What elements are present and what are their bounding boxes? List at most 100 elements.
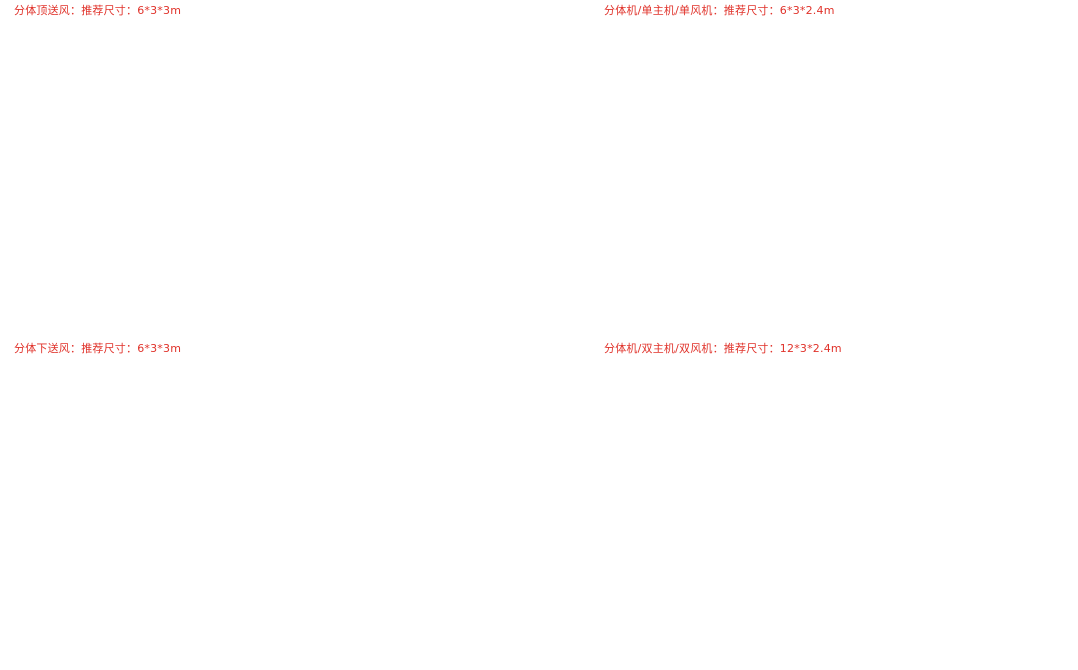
drying-rack	[721, 503, 759, 570]
rack-shelf	[192, 129, 258, 148]
rack-shelf	[867, 499, 905, 511]
rack-shelf	[152, 503, 217, 522]
rack-shelf	[888, 136, 955, 156]
floor	[80, 205, 411, 290]
rack-shelf	[251, 562, 316, 581]
rack-shelf	[853, 511, 891, 523]
rack-shelf	[192, 226, 258, 244]
rack-shelf	[801, 549, 839, 560]
rack-shelf	[288, 128, 354, 146]
partition-label: 推拉门	[850, 475, 865, 482]
rack-shelf	[702, 516, 740, 528]
rack-shelf	[288, 117, 354, 135]
rack-shelf	[853, 488, 891, 499]
rack-shelf	[933, 505, 971, 517]
condenser-unit	[611, 511, 668, 588]
rack-shelf	[837, 173, 904, 193]
rack-shelf	[152, 524, 217, 544]
rack-shelf	[288, 160, 354, 178]
rack-shelf	[152, 481, 217, 501]
rack-shelf	[192, 161, 258, 180]
rack-shelf	[919, 513, 957, 524]
rack-shelf	[192, 119, 258, 137]
rack-shelf	[240, 107, 306, 125]
rack-shelf	[786, 140, 853, 160]
rack-shelf	[834, 491, 872, 503]
drying-rack	[900, 479, 938, 546]
rack-shelf	[735, 533, 773, 545]
rack-shelf	[251, 529, 316, 549]
rack-shelf	[202, 554, 267, 573]
rack-shelf	[820, 503, 858, 515]
rack-shelf	[754, 534, 792, 546]
rack-shelf	[702, 549, 740, 560]
rack-shelf	[888, 89, 955, 109]
circulation-fan-icon	[112, 142, 130, 160]
left-wall	[88, 455, 163, 644]
exchanger-fan-panel	[165, 527, 175, 552]
rack-shelf	[192, 215, 258, 233]
rack-shelf	[787, 538, 825, 549]
rack-shelf	[240, 171, 306, 190]
rack-shelf	[867, 494, 905, 506]
condenser-grille	[71, 598, 131, 651]
rack-shelf	[888, 144, 955, 164]
rack-shelf	[853, 530, 891, 542]
front-outline	[698, 461, 1005, 591]
rack-shelf	[801, 540, 839, 551]
drying-rack	[754, 497, 792, 564]
rack-shelf	[688, 528, 726, 540]
rack-shelf	[820, 489, 858, 501]
rack-shelf	[688, 509, 726, 521]
rack-shelf	[787, 500, 825, 512]
rack-shelf	[837, 95, 904, 115]
rack-shelf	[152, 546, 217, 565]
rack-shelf	[837, 181, 904, 201]
rack-shelf	[251, 519, 316, 538]
floor	[660, 515, 1004, 590]
rack-shelf	[900, 493, 938, 505]
rack-shelf	[888, 105, 955, 125]
rack-shelf	[820, 508, 858, 520]
rack-shelf	[801, 507, 839, 518]
circulation-fan-icon	[711, 167, 729, 185]
rack-shelf	[867, 490, 905, 501]
rack-shelf	[801, 502, 839, 514]
condenser-unit	[63, 564, 139, 661]
rack-shelf	[288, 171, 354, 189]
condenser-body	[63, 564, 139, 661]
panel-background	[595, 20, 1076, 333]
circulation-fan-icon	[107, 594, 125, 612]
rack-shelf	[721, 503, 759, 515]
rack-shelf	[919, 475, 957, 487]
floor	[88, 549, 420, 644]
rack-shelf	[288, 96, 354, 114]
rack-shelf	[754, 530, 792, 541]
rack-shelf	[702, 539, 740, 551]
rack-shelf	[240, 139, 306, 158]
rack-shelf	[735, 208, 802, 228]
rack-shelf	[853, 493, 891, 504]
rack-shelf	[721, 508, 759, 519]
rack-shelf	[786, 163, 853, 183]
heat-exchanger-box	[744, 210, 790, 244]
rack-shelf	[251, 487, 316, 506]
rack-shelf	[820, 531, 858, 543]
condenser-grille	[617, 538, 662, 580]
heat-exchanger-box	[162, 522, 208, 556]
rack-shelf	[853, 525, 891, 537]
condenser-fan-icon	[102, 568, 129, 595]
rack-shelf	[867, 508, 905, 520]
rack-shelf	[933, 501, 971, 512]
rack-shelf	[900, 521, 938, 533]
floor	[668, 165, 1013, 261]
rack-shelf	[702, 563, 740, 574]
rack-shelf	[919, 480, 957, 492]
rack-shelf	[202, 457, 267, 477]
rack-shelf	[787, 519, 825, 530]
condenser-fan-icon	[67, 212, 94, 240]
rack-shelf	[801, 516, 839, 528]
partition-label: 固定板	[832, 91, 856, 101]
condenser-body	[1004, 424, 1058, 506]
